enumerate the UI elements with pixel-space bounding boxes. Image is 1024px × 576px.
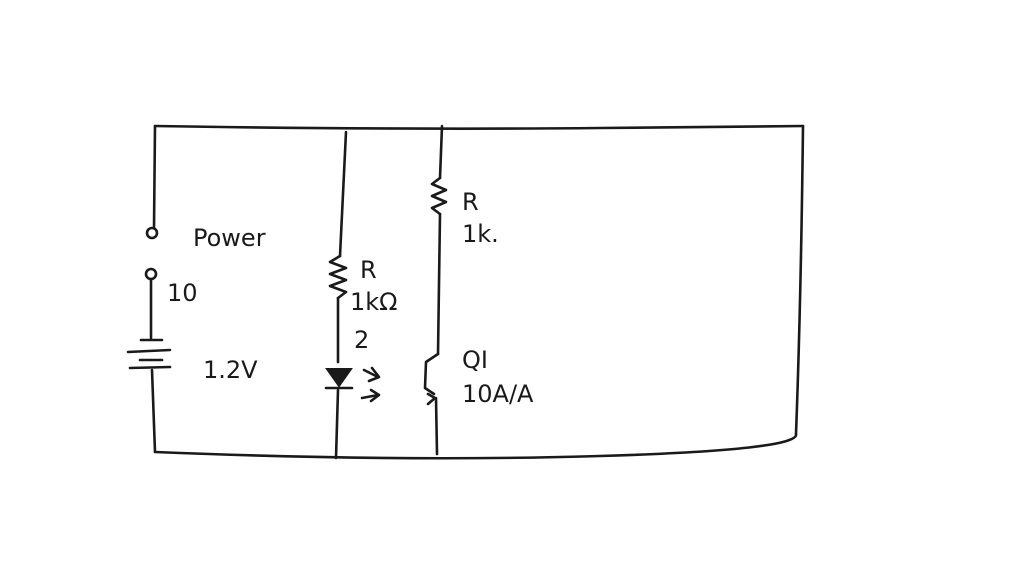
top-wire [153,124,805,130]
right-branch-wire-top [438,124,444,180]
power-label: Power [193,224,266,252]
right-branch-wire-bottom [434,396,439,456]
left-wire-bottom [150,368,157,454]
transistor-symbol [423,352,440,406]
led-number-label: 2 [354,326,369,354]
battery-symbol [126,338,172,370]
transistor-value-label: 10A/A [462,380,534,408]
resistor-2-name-label: R [462,188,479,216]
switch-terminal-top [145,226,159,240]
bottom-wire [153,432,798,460]
resistor-2-value-label: 1k. [462,220,499,248]
resistor-1-value-label: 1kΩ [350,288,398,316]
middle-wire-bottom [334,388,340,460]
right-branch-wire-mid [436,212,442,356]
led-symbol [324,368,354,390]
light-arrows [360,366,381,403]
resistor-2-zigzag [430,176,448,216]
left-wire-top [152,124,157,230]
middle-wire-top [338,130,348,258]
switch-number-label: 10 [167,279,198,307]
battery-voltage-label: 1.2V [203,356,258,384]
switch-terminal-bottom [144,267,158,281]
resistor-1-zigzag [328,254,348,300]
transistor-name-label: QI [462,346,488,374]
right-wire [794,124,805,436]
resistor-1-name-label: R [360,256,377,284]
